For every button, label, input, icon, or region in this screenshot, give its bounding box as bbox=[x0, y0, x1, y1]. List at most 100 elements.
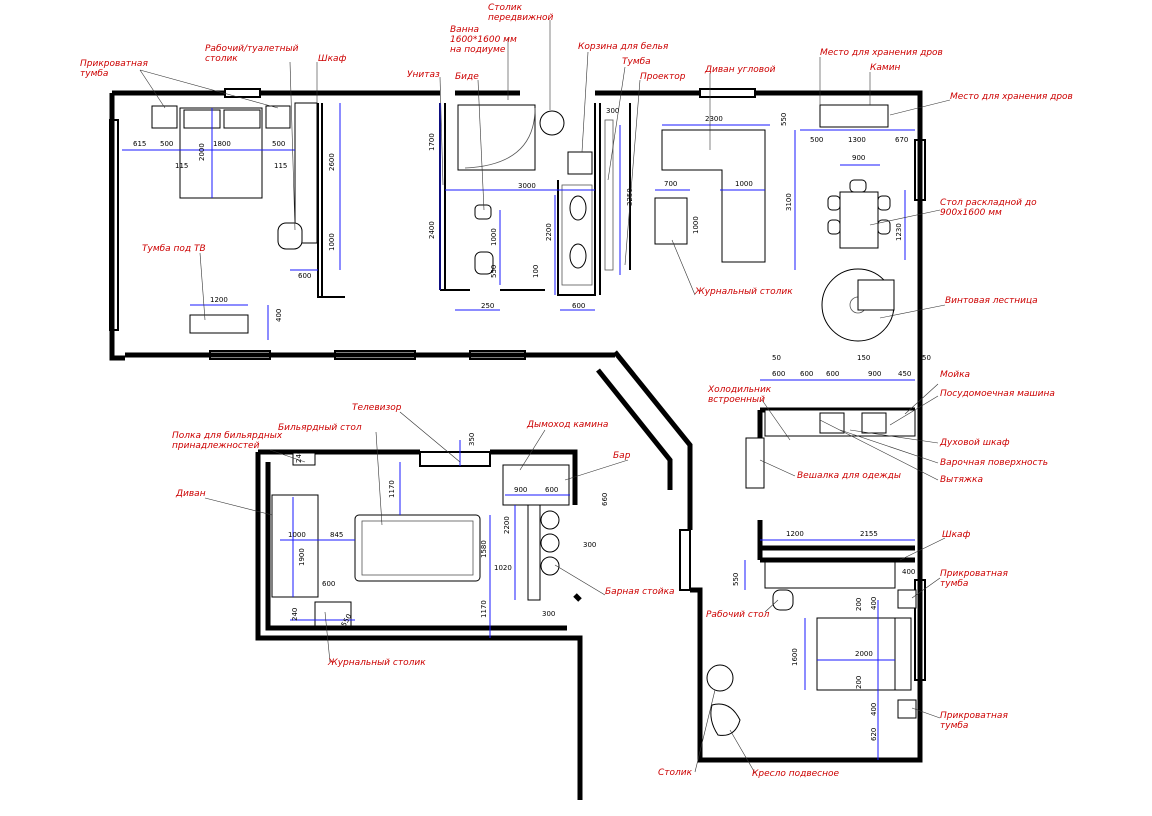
dim: 550 bbox=[732, 573, 740, 586]
dim: 2000 bbox=[198, 143, 206, 161]
chair-5 bbox=[849, 179, 867, 193]
dim: 1700 bbox=[428, 133, 436, 151]
window-4 bbox=[469, 350, 526, 360]
dim: 660 bbox=[601, 493, 609, 506]
dim: 1000 bbox=[490, 228, 498, 246]
label-fireplace: Камин bbox=[870, 63, 901, 73]
nightstand-2b bbox=[897, 699, 917, 719]
label-coffee-table-1: Журнальный столик bbox=[694, 287, 793, 297]
chair-4 bbox=[877, 219, 891, 235]
label-wood-1: Место для хранения дров bbox=[820, 48, 943, 58]
wall-billiard-inner bbox=[265, 462, 567, 631]
dim: 240 bbox=[291, 608, 299, 621]
label-bar: Бар bbox=[613, 451, 631, 461]
dim: 550 bbox=[490, 265, 498, 278]
label-coffee-table-2: Журнальный столик bbox=[327, 658, 426, 668]
label-oven: Духовой шкаф bbox=[939, 438, 1010, 448]
dim: 1580 bbox=[480, 540, 488, 558]
label-side-table: Столик bbox=[658, 768, 693, 778]
dim: 50 bbox=[922, 354, 931, 362]
dim: 500 bbox=[272, 140, 285, 148]
coffee-table-1 bbox=[654, 197, 688, 245]
furniture bbox=[151, 102, 917, 736]
label-sink: Мойка bbox=[940, 370, 970, 380]
label-bidet: Биде bbox=[455, 72, 479, 82]
vanity bbox=[561, 184, 593, 286]
bidet bbox=[474, 204, 492, 220]
dim: 1800 bbox=[213, 140, 231, 148]
label-billiard-table: Бильярдный стол bbox=[278, 423, 362, 433]
dimension-lines bbox=[122, 103, 915, 760]
dim: 620 bbox=[870, 728, 878, 741]
label-desk: Рабочий стол bbox=[706, 610, 770, 620]
dim: 115 bbox=[175, 162, 188, 170]
dim: 1600 bbox=[791, 648, 799, 666]
tv-niche bbox=[419, 451, 491, 467]
dim: 600 bbox=[298, 272, 311, 280]
label-dishwasher: Посудомоечная машина bbox=[940, 389, 1055, 399]
dim: 600 bbox=[800, 370, 813, 378]
dim: 670 bbox=[895, 136, 908, 144]
toilet bbox=[474, 251, 494, 275]
label-wood-2: Место для хранения дров bbox=[950, 92, 1073, 102]
label-sofa: Диван bbox=[175, 489, 206, 499]
dim: 300 bbox=[606, 107, 619, 115]
partition-bedroom bbox=[317, 103, 345, 298]
label-spiral-stair: Винтовая лестница bbox=[945, 296, 1038, 306]
dim: 1900 bbox=[298, 548, 306, 566]
billiard-cloth bbox=[361, 520, 474, 576]
dim: 600 bbox=[322, 580, 335, 588]
sink-1 bbox=[569, 195, 587, 221]
dim: 400 bbox=[275, 309, 283, 322]
laundry-basket bbox=[567, 151, 593, 175]
label-tv-cabinet: Тумба под ТВ bbox=[142, 244, 206, 254]
coffee-table-2 bbox=[314, 601, 352, 627]
dim: 600 bbox=[572, 302, 585, 310]
bathtub bbox=[457, 104, 536, 171]
label-projector: Проектор bbox=[640, 72, 686, 82]
bar-table bbox=[527, 504, 541, 601]
dim: 2000 bbox=[855, 650, 873, 658]
coat-hanger bbox=[745, 437, 765, 489]
dim: 1230 bbox=[895, 223, 903, 241]
nightstand-1b bbox=[265, 105, 291, 129]
cooktop bbox=[819, 412, 845, 434]
bar-stool-2 bbox=[540, 533, 560, 553]
pillow-1a bbox=[183, 109, 221, 129]
billiard-table bbox=[354, 514, 481, 582]
label-laundry: Корзина для белья bbox=[578, 42, 669, 52]
label-cooktop: Варочная поверхность bbox=[940, 458, 1048, 468]
dim: 1170 bbox=[480, 600, 488, 618]
tv-cabinet bbox=[189, 314, 249, 334]
dim: 240 bbox=[295, 450, 303, 463]
sofa-billiard bbox=[271, 494, 319, 598]
wardrobe-1 bbox=[294, 102, 318, 244]
dim: 550 bbox=[780, 113, 788, 126]
dim: 400 bbox=[870, 703, 878, 716]
wall-diagonal bbox=[596, 350, 693, 530]
corner-sofa bbox=[661, 129, 766, 263]
dim: 1170 bbox=[388, 480, 396, 498]
dim: 100 bbox=[532, 265, 540, 278]
dim: 845 bbox=[330, 531, 343, 539]
label-corner-sofa: Диван угловой bbox=[704, 65, 776, 75]
nightstand-2a bbox=[897, 589, 917, 609]
label-hanging-chair: Кресло подвесное bbox=[752, 769, 840, 779]
label-tv: Телевизор bbox=[352, 403, 402, 413]
dim: 3250 bbox=[626, 188, 634, 206]
dim: 600 bbox=[545, 486, 558, 494]
window-6 bbox=[699, 88, 756, 98]
dim: 2300 bbox=[705, 115, 723, 123]
window-8 bbox=[679, 529, 691, 591]
dim: 2200 bbox=[545, 223, 553, 241]
label-wardrobe-1: Шкаф bbox=[318, 54, 347, 64]
wall-north-living bbox=[595, 90, 923, 355]
